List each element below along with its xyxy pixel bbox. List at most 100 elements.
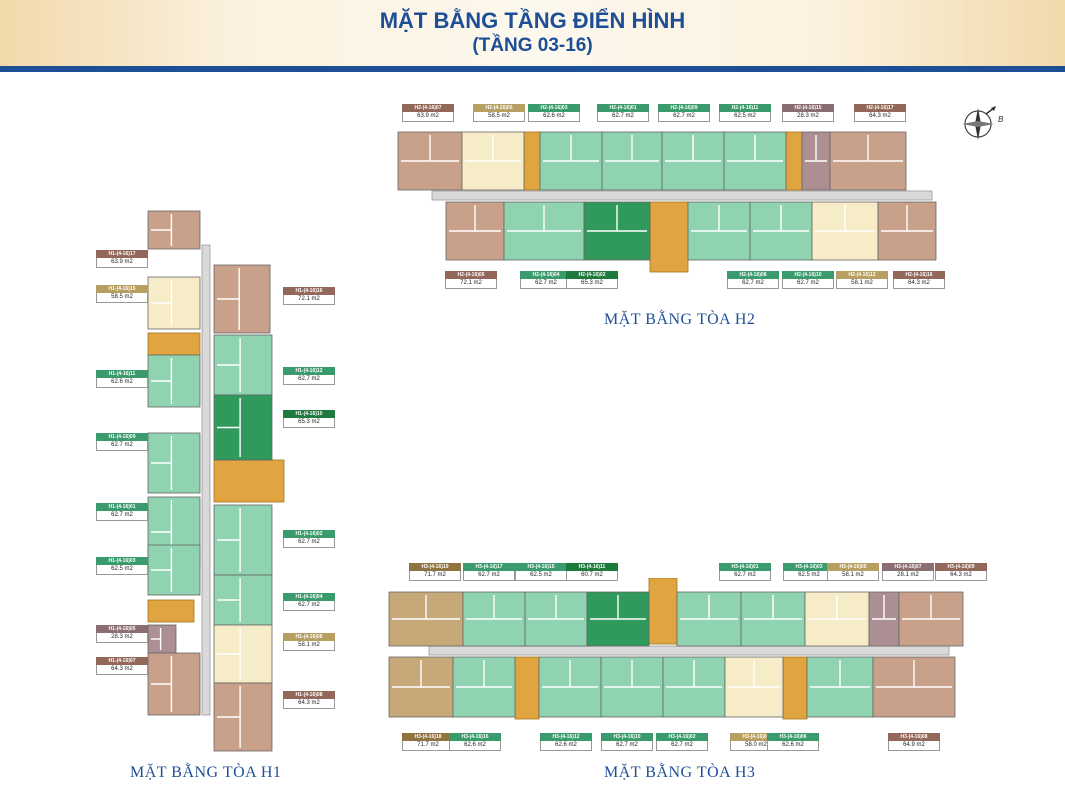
unit-code: H1-(4-16)17 [96, 250, 148, 258]
unit-area: 58.1 m2 [836, 279, 888, 289]
unit-area: 62.6 m2 [528, 112, 580, 122]
unit-code: H2-(4-16)16 [893, 271, 945, 279]
unit-code: H3-(4-16)11 [566, 563, 618, 571]
unit-area: 62.7 m2 [283, 538, 335, 548]
unit-code: H1-(4-16)05 [96, 625, 148, 633]
unit-area: 58.1 m2 [827, 571, 879, 581]
h2-core-east [785, 131, 803, 191]
unit-code: H1-(4-16)03 [96, 557, 148, 565]
tower-h2-caption: MẶT BẰNG TÒA H2 [604, 311, 756, 328]
unit-code: H2-(4-16)17 [854, 104, 906, 112]
unit-code: H1-(4-16)07 [96, 657, 148, 665]
unit-code: H1-(4-16)10 [283, 410, 335, 418]
unit-area: 60.7 m2 [566, 571, 618, 581]
unit-code: H2-(4-16)04 [520, 271, 572, 279]
h2-corridor [431, 190, 933, 201]
unit-area: 65.3 m2 [283, 418, 335, 428]
unit-area: 62.7 m2 [96, 511, 148, 521]
unit-area: 62.6 m2 [767, 741, 819, 751]
h1-corridor [201, 244, 211, 716]
unit-area: 62.7 m2 [719, 571, 771, 581]
unit-area: 58.1 m2 [283, 641, 335, 651]
unit-area: 64.3 m2 [283, 699, 335, 709]
h2-core-south [649, 201, 689, 273]
unit-code: H1-(4-16)09 [96, 433, 148, 441]
h2-core-west [523, 131, 541, 191]
unit-area: 64.3 m2 [96, 665, 148, 675]
page-title: MẶT BẰNG TẦNG ĐIỂN HÌNH [379, 8, 686, 33]
unit-area: 62.7 m2 [727, 279, 779, 289]
unit-area: 58.5 m2 [473, 112, 525, 122]
unit-code: H2-(4-16)05 [473, 104, 525, 112]
unit-area: 62.7 m2 [520, 279, 572, 289]
unit-area: 64.3 m2 [935, 571, 987, 581]
unit-area: 72.1 m2 [283, 295, 335, 305]
unit-code: H3-(4-16)01 [719, 563, 771, 571]
unit-code: H2-(4-16)01 [597, 104, 649, 112]
unit-code: H3-(4-16)06 [767, 733, 819, 741]
unit-area: 62.5 m2 [96, 565, 148, 575]
unit-code: H1-(4-16)02 [283, 530, 335, 538]
unit-code: H1-(4-16)15 [96, 285, 148, 293]
unit-code: H1-(4-16)12 [283, 367, 335, 375]
unit-code: H3-(4-16)10 [601, 733, 653, 741]
unit-code: H3-(4-16)08 [888, 733, 940, 741]
unit-code: H1-(4-16)04 [283, 593, 335, 601]
unit-code: H3-(4-16)04 [730, 733, 782, 741]
header-rule [0, 66, 1065, 72]
unit-area: 62.7 m2 [283, 601, 335, 611]
tower-h3-floorplan [388, 578, 964, 720]
unit-code: H1-(4-16)11 [96, 370, 148, 378]
unit-code: H2-(4-16)08 [727, 271, 779, 279]
unit-area: 62.7 m2 [782, 279, 834, 289]
unit-code: H3-(4-16)09 [935, 563, 987, 571]
unit-code: H3-(4-16)03 [783, 563, 835, 571]
unit-area: 62.6 m2 [449, 741, 501, 751]
unit-area: 28.1 m2 [882, 571, 934, 581]
h1-core-west [147, 332, 201, 356]
unit-area: 62.5 m2 [515, 571, 567, 581]
unit-area: 64.3 m2 [893, 279, 945, 289]
h3-core-north [648, 578, 678, 645]
unit-code: H2-(4-16)12 [836, 271, 888, 279]
unit-code: H2-(4-16)02 [566, 271, 618, 279]
unit-area: 63.9 m2 [402, 112, 454, 122]
unit-area: 62.6 m2 [96, 378, 148, 388]
unit-area: 62.6 m2 [540, 741, 592, 751]
h1-unit-H1-(4-16)17 [147, 210, 201, 250]
tower-h1-caption: MẶT BẰNG TÒA H1 [130, 764, 282, 781]
unit-area: 62.7 m2 [597, 112, 649, 122]
unit-code: H3-(4-16)16 [449, 733, 501, 741]
unit-area: 62.7 m2 [656, 741, 708, 751]
unit-code: H2-(4-16)07 [402, 104, 454, 112]
h1-core-south [147, 599, 195, 623]
